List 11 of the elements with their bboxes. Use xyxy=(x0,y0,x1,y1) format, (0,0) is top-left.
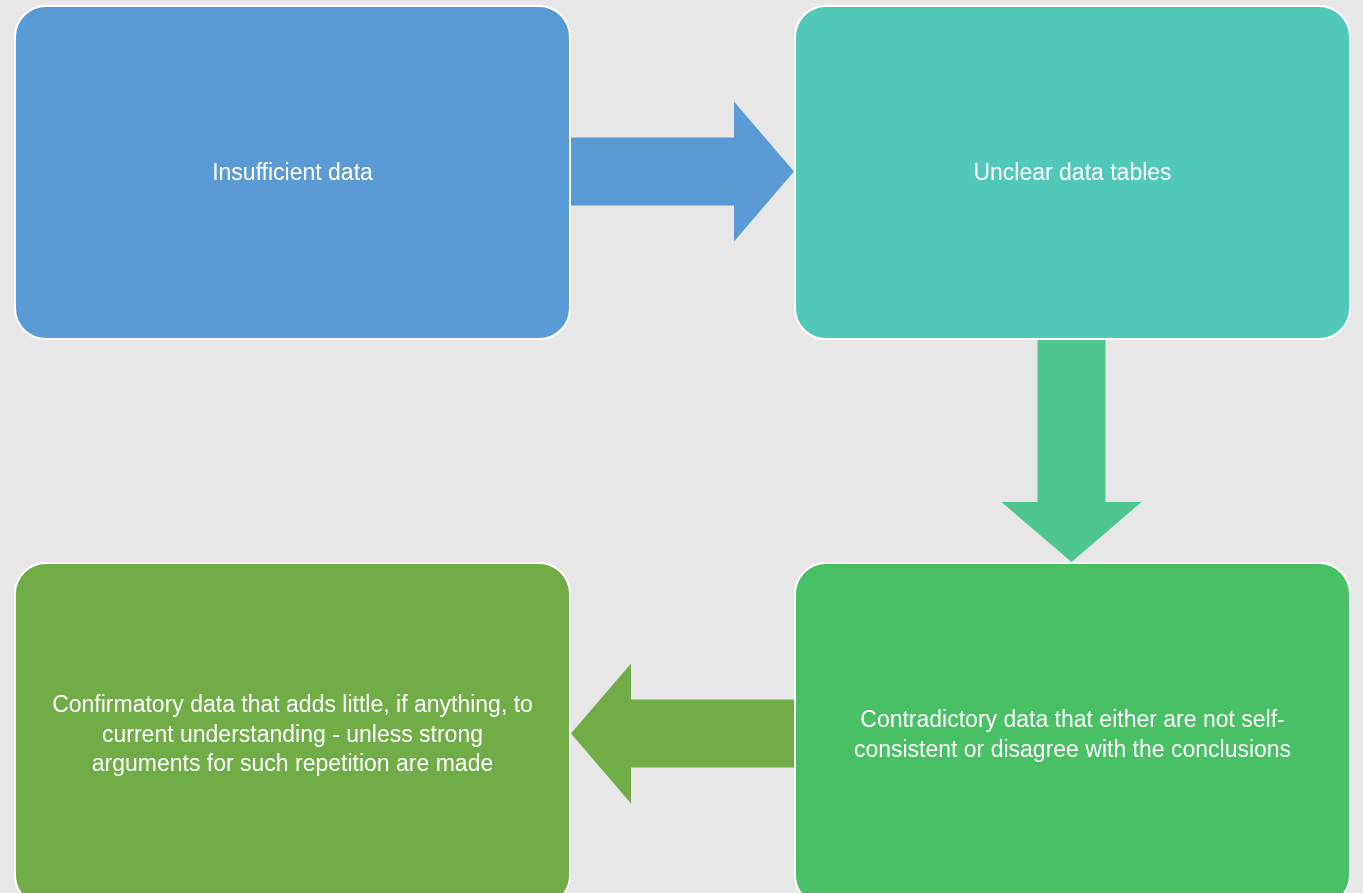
process-box xyxy=(794,562,1351,893)
block-arrow xyxy=(571,663,794,804)
block-arrow xyxy=(571,101,794,242)
box-text: Confirmatory data that adds little, if anything, to current understanding - unless strong arguments for such repetition are made xyxy=(51,689,534,779)
process-box xyxy=(14,5,571,340)
process-box xyxy=(794,5,1351,340)
block-arrow xyxy=(1001,340,1142,562)
box-text: Unclear data tables xyxy=(973,157,1172,187)
box-text: Contradictory data that either are not self-consistent or disagree with the conclusions xyxy=(852,704,1293,764)
box-text: Insufficient data xyxy=(212,157,373,187)
process-box xyxy=(14,562,571,893)
